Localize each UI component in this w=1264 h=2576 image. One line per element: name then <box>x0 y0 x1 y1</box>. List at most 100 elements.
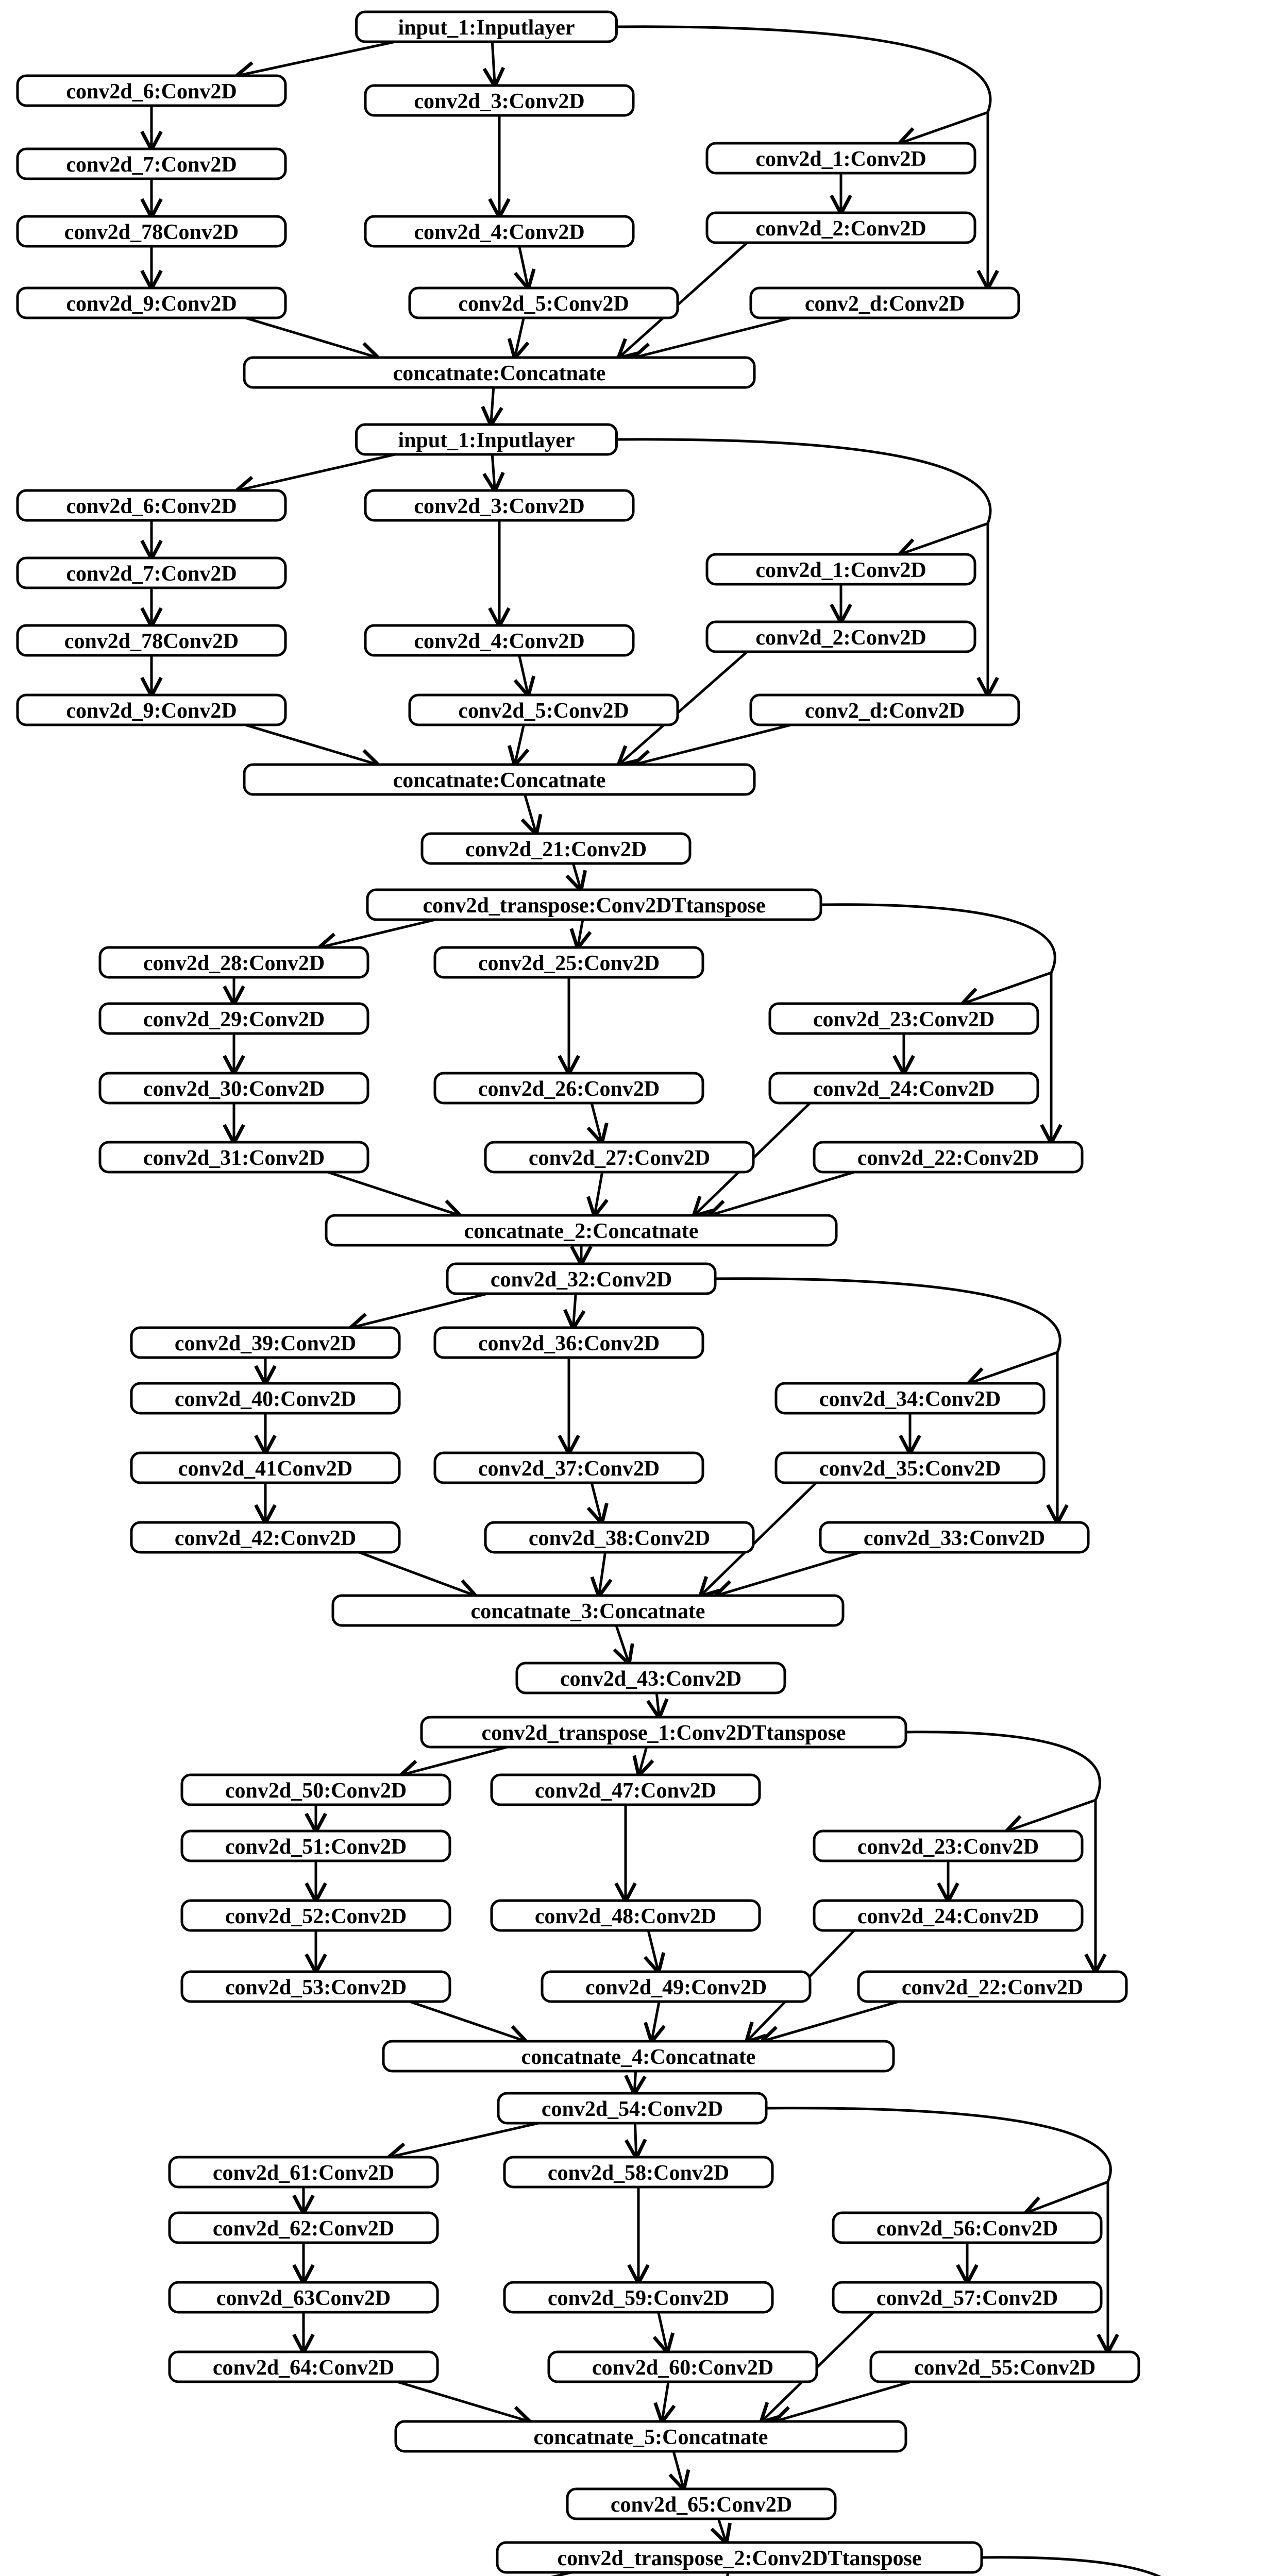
node-box-b1_c78 <box>16 215 287 248</box>
edge-curve-b1_input <box>616 25 992 113</box>
edge-b3_c27-b3_cat <box>595 1172 602 1215</box>
node-box-b7_tr <box>496 2541 983 2574</box>
node-box-b2_c2 <box>705 620 976 653</box>
edge-curve-b3_tr <box>820 903 1056 974</box>
node-b2_c2: conv2d_2:Conv2D <box>705 620 976 653</box>
node-b1_c9: conv2d_9:Conv2D <box>16 286 287 319</box>
node-box-b5_cat <box>382 2040 895 2073</box>
node-box-b3_c21 <box>420 832 692 865</box>
node-label-b1_cd: conv2_d:Conv2D <box>805 292 965 316</box>
edge-b3_tr-b3_c23 <box>963 971 1052 1004</box>
node-b5_c22: conv2d_22:Conv2D <box>857 1970 1128 2003</box>
node-b4_c40: conv2d_40:Conv2D <box>130 1382 401 1415</box>
node-label-b3_c26: conv2d_26:Conv2D <box>478 1077 660 1101</box>
edge-b4_cat-b5_c43 <box>616 1625 629 1663</box>
edge-curve-b6_c54 <box>766 2107 1112 2182</box>
node-b1_c2: conv2d_2:Conv2D <box>705 211 976 244</box>
node-box-b5_c51 <box>180 1829 451 1862</box>
node-label-b2_c5: conv2d_5:Conv2D <box>458 699 629 723</box>
node-b4_c36: conv2d_36:Conv2D <box>433 1326 704 1359</box>
node-label-b2_c6: conv2d_6:Conv2D <box>66 495 237 518</box>
node-box-b2_cd <box>749 693 1020 726</box>
edge-b5_c43-b5_tr <box>656 1692 659 1717</box>
node-box-b5_c48 <box>490 1899 761 1932</box>
node-label-b1_c1: conv2d_1:Conv2D <box>755 147 926 171</box>
node-label-b6_c57: conv2d_57:Conv2D <box>877 2286 1058 2310</box>
node-b2_c4: conv2d_4:Conv2D <box>364 624 635 657</box>
node-box-b3_c23 <box>768 1002 1039 1035</box>
node-label-b2_cd: conv2_d:Conv2D <box>805 699 965 723</box>
node-b1_c4: conv2d_4:Conv2D <box>364 215 635 248</box>
node-b4_c38: conv2d_38:Conv2D <box>484 1521 755 1554</box>
node-label-b3_c30: conv2d_30:Conv2D <box>143 1077 325 1101</box>
node-b2_c7: conv2d_7:Conv2D <box>16 556 287 589</box>
node-label-b2_c7: conv2d_7:Conv2D <box>66 562 237 586</box>
node-box-b4_c37 <box>433 1451 704 1484</box>
node-b6_c62: conv2d_62:Conv2D <box>168 2211 439 2244</box>
node-box-b2_c4 <box>364 624 635 657</box>
node-label-b4_c42: conv2d_42:Conv2D <box>175 1527 356 1550</box>
node-box-b2_c3 <box>364 489 635 522</box>
node-box-b5_c43 <box>515 1662 786 1694</box>
node-label-b2_c4: conv2d_4:Conv2D <box>414 630 584 653</box>
edge-b1_input-b1_c6 <box>237 40 396 76</box>
edge-b1_cat-b2_input <box>491 387 494 425</box>
node-b1_c7: conv2d_7:Conv2D <box>16 147 287 180</box>
node-b3_tr: conv2d_transpose:Conv2DTtanspose <box>366 888 822 921</box>
node-b3_c27: conv2d_27:Conv2D <box>484 1141 755 1174</box>
node-label-b4_c34: conv2d_34:Conv2D <box>819 1387 1001 1411</box>
node-label-b5_c47: conv2d_47:Conv2D <box>535 1779 716 1803</box>
node-box-b1_c2 <box>705 211 976 244</box>
node-box-b1_c3 <box>364 84 635 117</box>
node-label-b5_c22: conv2d_22:Conv2D <box>902 1976 1083 1999</box>
edge-b1_cd-b1_cat <box>634 316 791 358</box>
node-label-b4_c36: conv2d_36:Conv2D <box>478 1332 660 1355</box>
node-box-b2_c9 <box>16 693 287 726</box>
node-box-b6_c60 <box>547 2350 818 2383</box>
edge-b2_input-b2_c3 <box>492 454 495 490</box>
node-label-b3_c31: conv2d_31:Conv2D <box>143 1146 325 1170</box>
node-b6_c58: conv2d_58:Conv2D <box>503 2156 774 2189</box>
node-label-b1_c3: conv2d_3:Conv2D <box>414 90 584 113</box>
edge-b5_c53-b5_cat <box>409 2000 526 2041</box>
node-b5_c23: conv2d_23:Conv2D <box>813 1829 1084 1862</box>
node-label-b3_c29: conv2d_29:Conv2D <box>143 1008 325 1031</box>
node-label-b7_c65: conv2d_65:Conv2D <box>611 2493 792 2517</box>
edge-curve-b2_input <box>616 438 992 524</box>
node-label-b7_tr: conv2d_transpose_2:Conv2DTtanspose <box>557 2547 921 2570</box>
node-box-b3_c24 <box>768 1072 1039 1105</box>
node-label-b2_c78: conv2d_78Conv2D <box>64 630 239 653</box>
node-box-b2_c5 <box>408 693 679 726</box>
edge-b5_c48-b5_c49 <box>648 1930 659 1972</box>
node-label-b6_c54: conv2d_54:Conv2D <box>542 2097 723 2121</box>
node-b6_c59: conv2d_59:Conv2D <box>503 2281 774 2314</box>
node-box-b6_cat <box>394 2420 907 2453</box>
node-label-b1_c78: conv2d_78Conv2D <box>64 221 239 244</box>
node-label-b3_tr: conv2d_transpose:Conv2DTtanspose <box>423 894 765 918</box>
node-b6_c61: conv2d_61:Conv2D <box>168 2156 439 2189</box>
node-b7_tr: conv2d_transpose_2:Conv2DTtanspose <box>496 2541 983 2574</box>
node-label-b3_c27: conv2d_27:Conv2D <box>529 1146 710 1170</box>
edge-b1_c2-b1_cat <box>619 242 748 358</box>
edge-b4_c32-b4_c36 <box>573 1293 576 1328</box>
edges-layer <box>151 25 1161 2576</box>
node-box-b6_c59 <box>503 2281 774 2314</box>
nodes-layer: input_1:Inputlayer conv2d_6:Conv2D conv2d_… <box>16 10 1140 2574</box>
node-box-b3_c29 <box>98 1002 369 1035</box>
node-b6_c63: conv2d_63Conv2D <box>168 2281 439 2314</box>
node-label-b3_c24: conv2d_24:Conv2D <box>813 1077 995 1101</box>
node-box-b3_c30 <box>98 1072 369 1105</box>
node-b5_c47: conv2d_47:Conv2D <box>490 1773 761 1806</box>
node-b1_cat: concatnate:Concatnate <box>243 356 756 389</box>
edge-b2_c5-b2_cat <box>515 724 524 765</box>
node-b5_c52: conv2d_52:Conv2D <box>180 1899 451 1932</box>
node-label-b6_cat: concatnate_5:Concatnate <box>534 2426 768 2449</box>
edge-b5_tr-b5_c47 <box>639 1747 647 1775</box>
edge-b2_c9-b2_cat <box>245 723 378 765</box>
node-label-b2_input: input_1:Inputlayer <box>398 429 575 452</box>
edge-b7_c65-b7_tr <box>718 2518 726 2543</box>
node-box-b6_c62 <box>168 2211 439 2244</box>
node-box-b1_cd <box>749 286 1020 319</box>
